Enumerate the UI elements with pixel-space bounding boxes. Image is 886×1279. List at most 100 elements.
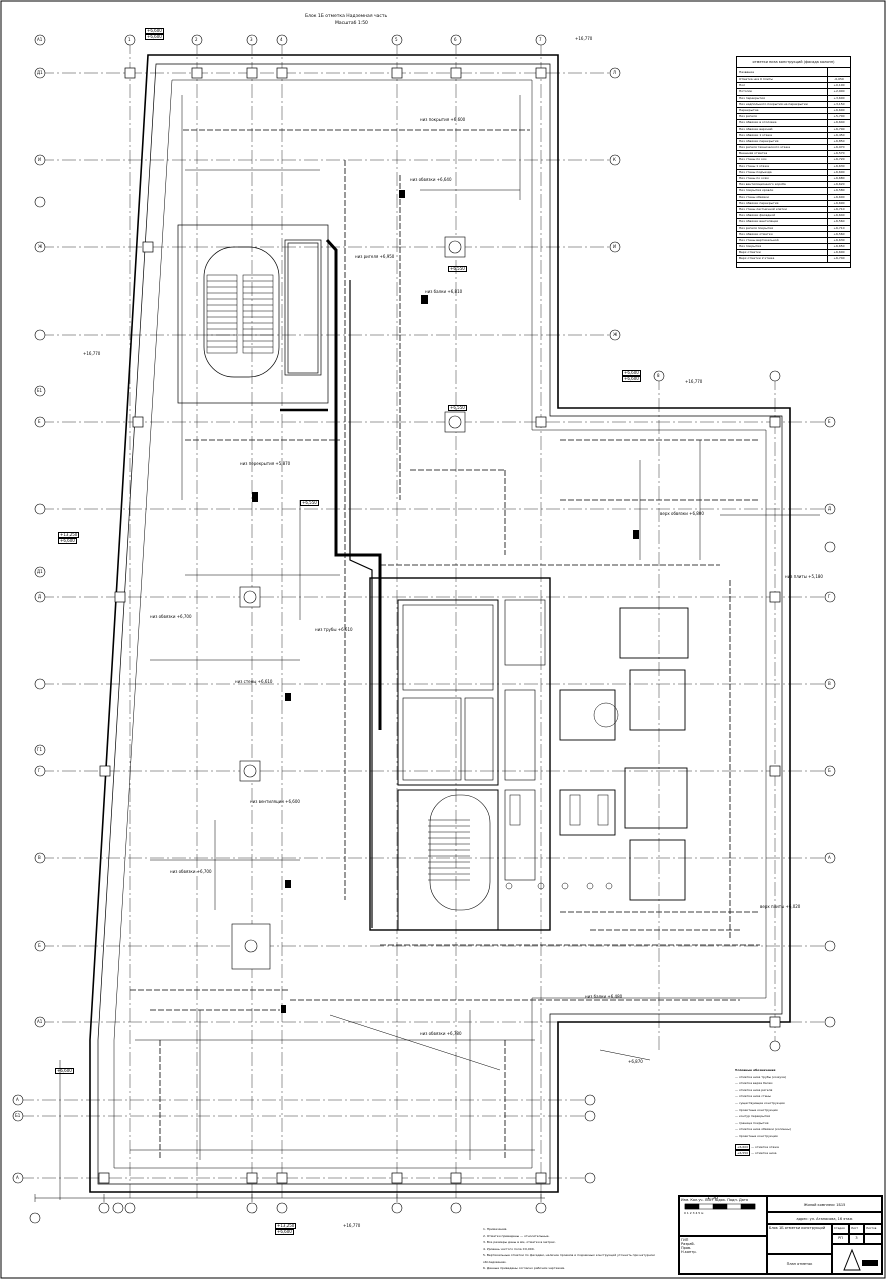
table-row: Низ обвязки фасадной+6,640	[737, 213, 850, 220]
note-item: 4. Уровень чистого пола ±0,000.	[483, 1246, 535, 1251]
table-row: Верх отметки+6,600	[737, 250, 850, 257]
sheet-value: 3	[849, 1234, 864, 1244]
table-row: Низ ригеля+5,700	[737, 114, 850, 121]
table-row: Внешняя отметка+6,570	[737, 151, 850, 158]
axis-label: Д1	[37, 569, 43, 574]
legend-item: — граница покрытия	[735, 1120, 769, 1125]
elevation-mark: +6,600	[622, 370, 641, 376]
elevation-mark: +13,250	[58, 532, 80, 538]
legend: Условные обозначения — отметка низа труб…	[735, 1067, 875, 1157]
axis-label: Ж	[613, 332, 618, 337]
plan-annotation: низ ригеля +6,950	[355, 254, 395, 259]
elevation-mark: +6,550	[448, 405, 467, 411]
axis-label: Д	[38, 594, 42, 599]
elevation-mark: +6,600	[275, 1229, 294, 1235]
elevation-mark: +6,600	[622, 376, 641, 382]
table-row: Низ обвязки верхний+6,700	[737, 126, 850, 133]
drawing-title: Блок 1Б отметка Надземная часть	[305, 14, 388, 19]
columns	[98, 67, 781, 1184]
axis-label: А	[16, 1097, 19, 1102]
table-row: Низ ригеля покрытия+6,710	[737, 225, 850, 232]
legend-item: — отметка низа трубы (кожуха)	[735, 1074, 786, 1079]
table-row: Отметка низ 0 плиты-0,050	[737, 77, 850, 84]
company-logo	[832, 1244, 882, 1274]
axis-label: 4	[280, 37, 283, 42]
sheets-value	[864, 1234, 882, 1244]
stage-value: РП	[832, 1234, 849, 1244]
axis-label: В	[828, 681, 831, 686]
stair-core-upper	[177, 224, 329, 404]
table-row: Низ обвязки перекрытия+6,690	[737, 200, 850, 207]
plan-annotation: низ стены +6,610	[235, 679, 273, 684]
legend-mark-text: — отметка низа	[751, 1151, 777, 1156]
thin-runs	[59, 95, 820, 1200]
axis-bubbles-left	[12, 67, 46, 1184]
elevation-mark: +6,870	[628, 1059, 643, 1064]
plan-annotation: низ балки +6,810	[425, 289, 463, 294]
title-block: Изм. Кол.уч. Лист №док. Подп. Дата ГИП Р…	[678, 1195, 883, 1275]
table-row: Низ стены по оси+6,720	[737, 157, 850, 164]
table-col-header: Название	[737, 68, 850, 77]
axis-label: Л	[613, 70, 617, 75]
axis-label: Б	[38, 943, 41, 948]
central-core	[369, 577, 551, 931]
axis-label: А1	[37, 37, 43, 42]
elevation-mark: +6,600	[55, 1068, 74, 1074]
scale-subtitle: 0 1 2 3 4 5 м	[684, 1211, 704, 1215]
axis-label: 7	[539, 37, 542, 42]
note-item: 6. Данные приведены согласно рабочим чер…	[483, 1266, 566, 1270]
legend-item: — отметка низа стены	[735, 1094, 771, 1099]
table-row: Низ ригеля технического этажа+6,970	[737, 145, 850, 152]
legend-item: — существующие конструкции	[735, 1100, 785, 1105]
elevation-mark: +6,550	[448, 266, 467, 272]
axis-label: Б1	[15, 1113, 21, 1118]
note-item: 2. Отметки приведены — относительные.	[483, 1233, 550, 1238]
axis-label: Е1	[37, 388, 43, 393]
elevation-mark: +6,600	[145, 28, 164, 34]
plan-annotation: верх обвязки +6,800	[660, 511, 704, 516]
elevation-mark: +16,770	[575, 36, 593, 41]
sheets-label: Листов	[864, 1224, 882, 1234]
axis-label: В	[38, 855, 41, 860]
table-row: Низ перекрытия+3,600	[737, 95, 850, 102]
axis-label: Г	[828, 594, 831, 599]
table-row: Низ обвязки в оголовке+6,640	[737, 120, 850, 127]
plan-annotation: низ обвязки +6,700	[170, 869, 212, 874]
plan-annotation: низ покрытия +6,600	[420, 117, 466, 122]
plan-annotation: низ балки +6,480	[585, 994, 623, 999]
project-address: адрес: ул. Атанасова, 16 этаж	[767, 1212, 882, 1224]
table-row: Низ вентиляционного короба+6,620	[737, 182, 850, 189]
note-item: 1. Примечания.	[483, 1227, 508, 1231]
column-markers	[231, 236, 466, 970]
plan-annotation: низ перекрытия +5,870	[240, 461, 291, 466]
axis-label: К	[613, 157, 616, 162]
sheet-name: План отметок	[767, 1254, 832, 1274]
company-logo-icon	[843, 1248, 878, 1271]
sheet-label: Лист	[849, 1224, 864, 1234]
stair-treads-central	[428, 819, 470, 881]
table-row: Низ стены обвязки+6,600	[737, 194, 850, 201]
sanitary-fixtures	[505, 702, 619, 890]
legend-item: — отметка низа ригеля	[735, 1087, 773, 1092]
legend-item: — проектные конструкции	[735, 1107, 778, 1112]
elevation-mark: +6,550	[300, 500, 319, 506]
duct-route	[280, 238, 382, 928]
table-row: Верх отметки 2 этажа+6,740	[737, 256, 850, 263]
project-name: Жилой комплекс 1Б15	[767, 1196, 882, 1212]
plan-annotation: низ обвязки +6,780	[420, 1031, 462, 1036]
elevation-mark: +16,770	[343, 1223, 361, 1228]
elevation-mark: +6,600	[58, 538, 77, 544]
axis-label: 1	[128, 37, 131, 42]
legend-mark-row: +6,600 — отметка этажа	[735, 1143, 875, 1151]
legend-item: — проектные конструкции	[735, 1133, 778, 1138]
revision-table: Изм. Кол.уч. Лист №док. Подп. Дата	[679, 1196, 767, 1236]
axis-label: 3	[250, 37, 253, 42]
table-row: Перекрытие+6,600	[737, 107, 850, 115]
scale-label: 1:50	[707, 1195, 719, 1201]
table-header: отметки низа конструкций (фасада колонн)	[737, 57, 850, 68]
table-row: Низ обвязки перекрытия+6,850	[737, 138, 850, 146]
plan-annotation: верх плиты +6,020	[760, 904, 801, 909]
axis-bubbles-bottom	[29, 1040, 781, 1224]
